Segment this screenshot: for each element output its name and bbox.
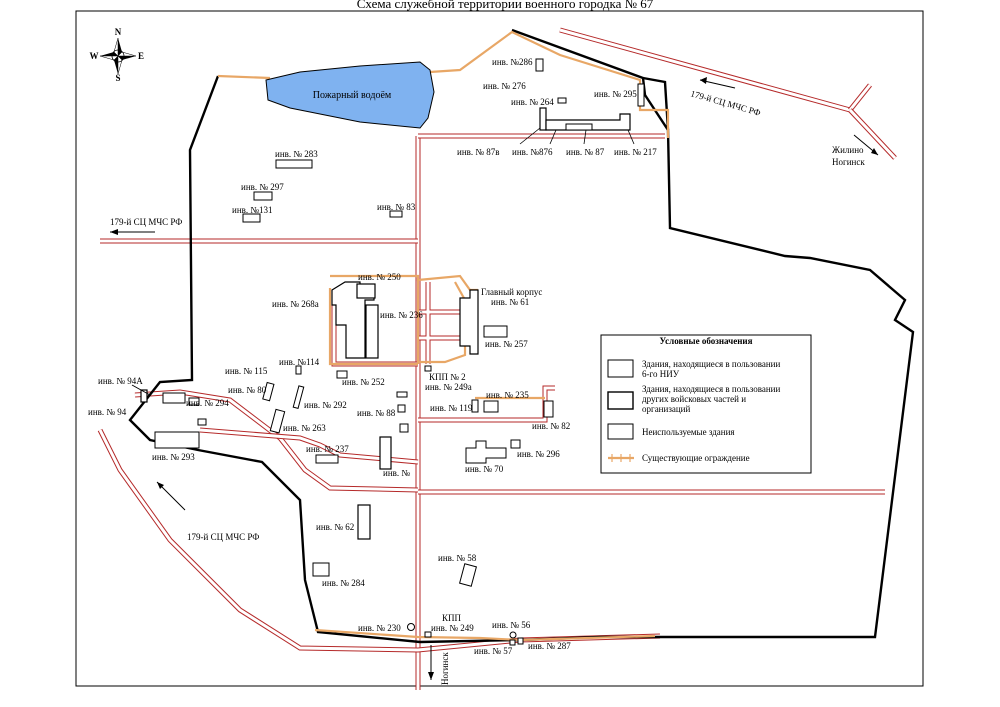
label-b114: инв. №114 — [279, 357, 320, 367]
label-b58: инв. № 58 — [438, 553, 477, 563]
label-b284: инв. № 284 — [322, 578, 365, 588]
building-labels: инв. №286 инв. № 276 инв. № 264 инв. № 2… — [88, 57, 657, 656]
fire-pond-label: Пожарный водоём — [313, 90, 392, 101]
label-b294: инв. № 294 — [186, 398, 229, 408]
label-bno: инв. № — [383, 468, 410, 478]
direction-noginsk-ne-label: Ногинск — [832, 157, 865, 167]
legend-swatch-3 — [607, 423, 634, 440]
label-b249a: инв. № 249а — [425, 382, 472, 392]
label-b249: инв. № 249 — [431, 623, 474, 633]
label-b257: инв. № 257 — [485, 339, 528, 349]
label-b283: инв. № 283 — [275, 149, 318, 159]
legend-item3-line3: организаций — [642, 404, 691, 414]
legend-title: Условные обозначения — [660, 336, 753, 346]
label-b235: инв. № 235 — [486, 390, 529, 400]
label-b57: инв. № 57 — [474, 646, 513, 656]
legend-swatch-2 — [607, 391, 634, 410]
legend-item1-line1: Здания, находящиеся в пользовании — [642, 359, 780, 369]
label-b264: инв. № 264 — [511, 97, 554, 107]
fire-pond — [265, 61, 435, 129]
label-b250: инв. № 250 — [358, 272, 401, 282]
compass-n: N — [115, 27, 122, 37]
compass-s: S — [115, 73, 120, 83]
label-b62: инв. № 62 — [316, 522, 354, 532]
direction-arrows — [110, 77, 879, 680]
label-b237: инв. № 237 — [306, 444, 349, 454]
legend-item4: Существующие ограждение — [642, 453, 750, 463]
label-b56: инв. № 56 — [492, 620, 531, 630]
buildings — [131, 58, 645, 646]
direction-noginsk-s-label: Ногинск — [440, 652, 450, 685]
label-b80: инв. № 80 — [228, 385, 267, 395]
label-b115: инв. № 115 — [225, 366, 268, 376]
compass-e: E — [138, 51, 144, 61]
label-b61: инв. № 61 — [491, 297, 529, 307]
direction-zhilino-label: Жилино — [832, 145, 864, 155]
label-kpp2: КПП № 2 — [429, 372, 466, 382]
label-b236: инв. № 236 — [380, 310, 423, 320]
label-b83: инв. № 83 — [377, 202, 416, 212]
label-b70: инв. № 70 — [465, 464, 504, 474]
label-b876: инв. №876 — [512, 147, 553, 157]
label-b217: инв. № 217 — [614, 147, 657, 157]
label-b252: инв. № 252 — [342, 377, 385, 387]
label-b297: инв. № 297 — [241, 182, 284, 192]
label-b286: инв. №286 — [492, 57, 533, 67]
label-b287: инв. № 287 — [528, 641, 571, 651]
label-kpp: КПП — [442, 613, 462, 623]
compass-icon — [99, 37, 137, 75]
label-b292: инв. № 292 — [304, 400, 347, 410]
legend: Условные обозначения Здания, находящиеся… — [600, 334, 812, 474]
map-title: Схема служебной территории военного горо… — [357, 0, 654, 11]
direction-sw-label: 179-й СЦ МЧС РФ — [187, 532, 259, 542]
legend-box — [600, 334, 812, 474]
label-b94: инв. № 94 — [88, 407, 127, 417]
label-b87: инв. № 87 — [566, 147, 605, 157]
label-pointers — [519, 127, 635, 145]
label-b131: инв. №131 — [232, 205, 272, 215]
label-b276: инв. № 276 — [483, 81, 526, 91]
label-b230: инв. № 230 — [358, 623, 401, 633]
legend-item2-line2: других войсковых частей и — [642, 394, 746, 404]
label-b263: инв. № 263 — [283, 423, 326, 433]
legend-item2-line1: Здания, находящиеся в пользовании — [642, 384, 780, 394]
roads — [97, 27, 897, 690]
legend-item3: Неиспользуемые здания — [642, 427, 735, 437]
legend-item1-line2: 6-го НИУ — [642, 369, 680, 379]
label-b87v: инв. № 87в — [457, 147, 499, 157]
label-b293: инв. № 293 — [152, 452, 195, 462]
label-b88: инв. № 88 — [357, 408, 396, 418]
label-b94a: инв. № 94А — [98, 376, 143, 386]
legend-swatch-1 — [607, 359, 634, 378]
label-b296: инв. № 296 — [517, 449, 560, 459]
label-b119: инв. № 119 — [430, 403, 473, 413]
direction-west-label: 179-й СЦ МЧС РФ — [110, 217, 182, 227]
label-b295: инв. № 295 — [594, 89, 637, 99]
label-b82: инв. № 82 — [532, 421, 570, 431]
compass-w: W — [90, 51, 99, 61]
label-b268a: инв. № 268а — [272, 299, 319, 309]
label-main-title: Главный корпус — [481, 287, 542, 297]
